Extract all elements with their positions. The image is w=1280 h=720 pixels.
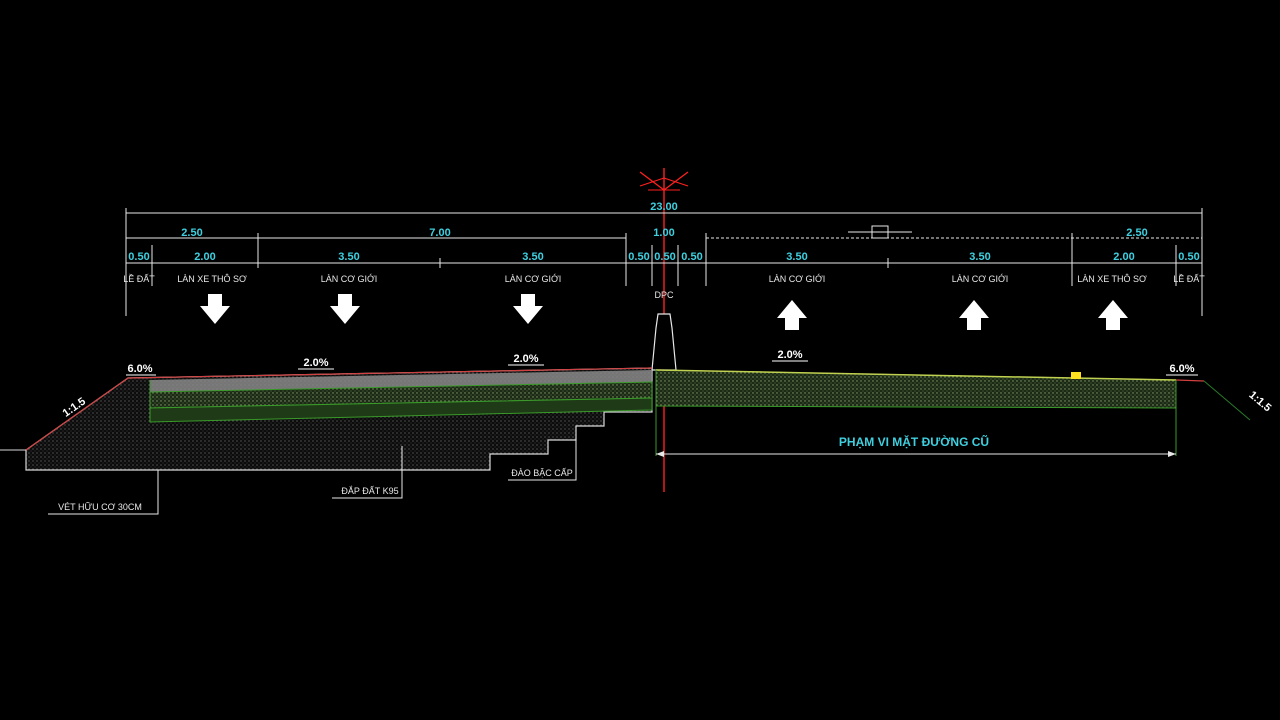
callout-fill-soil: ĐẮP ĐẤT K95 [341, 486, 398, 496]
label-r-mixed: LÀN XE THÔ SƠ [1077, 274, 1147, 284]
callout-organic-strip: VÉT HỮU CƠ 30CM [58, 502, 142, 512]
label-r-lane1: LÀN CƠ GIỚI [769, 274, 825, 284]
grade-labels: 6.0% 2.0% 2.0% 2.0% 6.0% 1:1.5 1:1.5 [61, 349, 1274, 420]
dim-median: 1.00 [653, 227, 674, 239]
dim-r-shoulder: 0.50 [1178, 251, 1199, 263]
dim-total: 23.00 [650, 201, 678, 213]
callout-bench: ĐÀO BẬC CẤP [511, 468, 573, 478]
dim-r-mixed: 2.00 [1113, 251, 1134, 263]
light-pole-icon [639, 171, 689, 191]
left-embankment [0, 367, 653, 471]
slope-right: 1:1.5 [1246, 389, 1273, 414]
dim-left-lanes: 7.00 [429, 227, 450, 239]
grade-left-edge: 6.0% [127, 363, 152, 375]
existing-road-extent: PHẠM VI MẶT ĐƯỜNG CŨ [656, 434, 1176, 457]
grade-left-mid: 2.0% [303, 357, 328, 369]
right-existing-road [655, 369, 1251, 456]
arrow-down-icon [200, 294, 230, 324]
traffic-arrows [200, 294, 1128, 330]
arrow-up-icon [1098, 300, 1128, 330]
dim-left-outer: 2.50 [181, 227, 202, 239]
dim-r-lane2: 3.50 [969, 251, 990, 263]
label-l-lane2: LÀN CƠ GIỚI [505, 274, 561, 284]
existing-road-label: PHẠM VI MẶT ĐƯỜNG CŨ [839, 434, 989, 449]
dim-med-b: 0.50 [654, 251, 675, 263]
dim-l-mixed: 2.00 [194, 251, 215, 263]
callouts: VÉT HỮU CƠ 30CM ĐẮP ĐẤT K95 ĐÀO BẬC CẤP [48, 440, 577, 515]
marker-post [1071, 372, 1081, 379]
dim-l-shoulder: 0.50 [128, 251, 149, 263]
dim-l-lane2: 3.50 [522, 251, 543, 263]
label-median: DPC [654, 290, 674, 300]
lane-labels: LỀ ĐẤT LÀN XE THÔ SƠ LÀN CƠ GIỚI LÀN CƠ … [123, 274, 1205, 300]
grade-left-inner: 2.0% [513, 353, 538, 365]
dimension-values-row2: 0.50 2.00 3.50 3.50 0.50 0.50 0.50 3.50 … [128, 251, 1199, 263]
dim-med-c: 0.50 [681, 251, 702, 263]
grade-right-inner: 2.0% [777, 349, 802, 361]
arrow-up-icon [959, 300, 989, 330]
label-l-shoulder: LỀ ĐẤT [123, 274, 155, 284]
dim-l-lane1: 3.50 [338, 251, 359, 263]
dimension-lines [125, 208, 1203, 316]
arrow-up-icon [777, 300, 807, 330]
arrow-down-icon [330, 294, 360, 324]
dimension-values-top: 2.50 7.00 1.00 2.50 23.00 [181, 201, 1147, 239]
grade-right-edge: 6.0% [1169, 363, 1194, 375]
dim-med-a: 0.50 [628, 251, 649, 263]
label-l-lane1: LÀN CƠ GIỚI [321, 274, 377, 284]
median-curb [651, 313, 677, 371]
label-r-lane2: LÀN CƠ GIỚI [952, 274, 1008, 284]
dim-r-lane1: 3.50 [786, 251, 807, 263]
label-r-shoulder: LỀ ĐẤT [1173, 274, 1205, 284]
label-l-mixed: LÀN XE THÔ SƠ [177, 274, 247, 284]
dim-right-outer: 2.50 [1126, 227, 1147, 239]
arrow-down-icon [513, 294, 543, 324]
